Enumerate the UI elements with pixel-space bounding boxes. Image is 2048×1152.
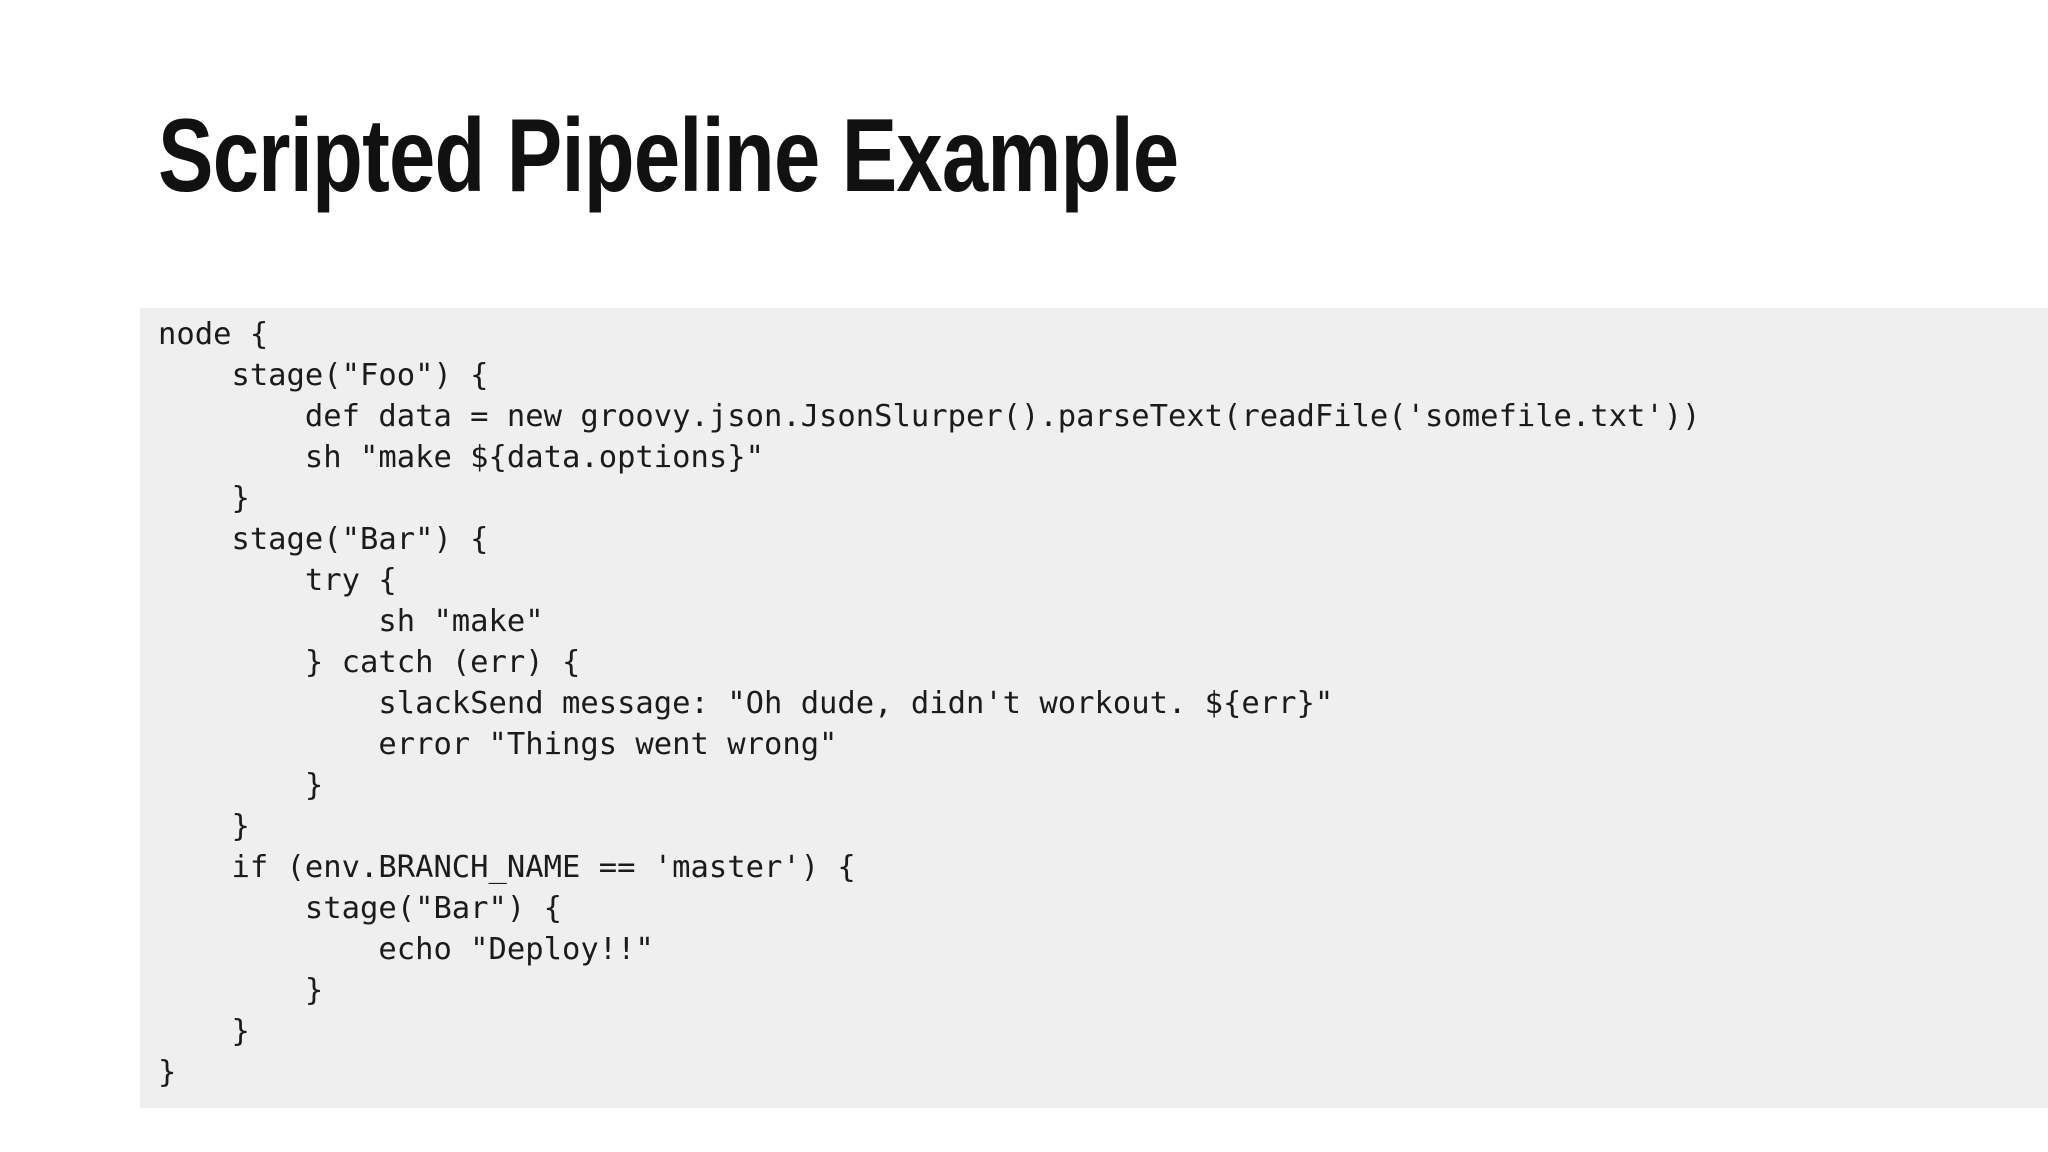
page-title: Scripted Pipeline Example [158, 98, 1179, 214]
code-block: node { stage("Foo") { def data = new gro… [158, 317, 1701, 1090]
code-panel: node { stage("Foo") { def data = new gro… [140, 308, 2048, 1108]
